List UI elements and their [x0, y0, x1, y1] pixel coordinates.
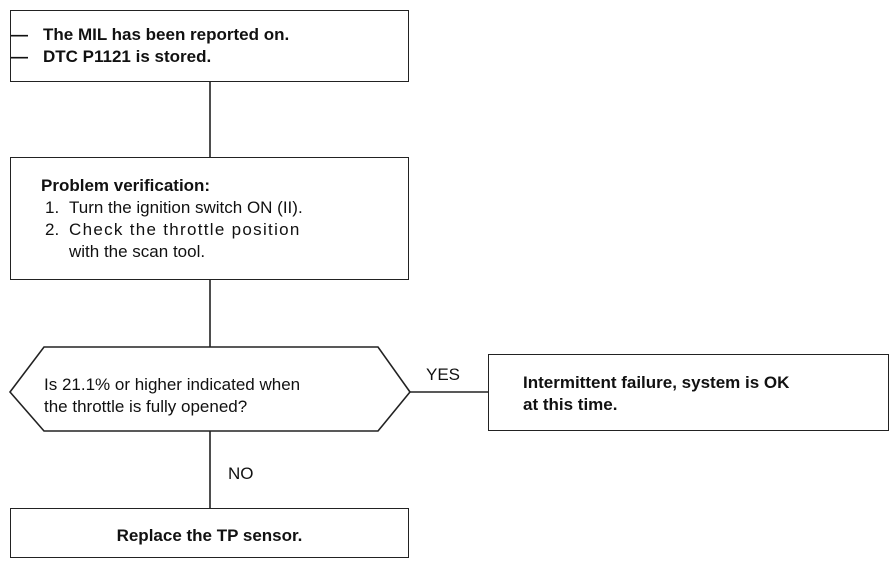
- replace-tp-sensor-box: Replace the TP sensor.: [10, 508, 409, 558]
- mil-reported-box: —The MIL has been reported on. —DTC P112…: [10, 10, 409, 82]
- no-label: NO: [228, 464, 254, 483]
- decision-line-2: the throttle is fully opened?: [44, 397, 248, 416]
- verify-step-1: 1.Turn the ignition switch ON (II).: [45, 198, 303, 217]
- ok-line-1: Intermittent failure, system is OK: [523, 373, 790, 392]
- ok-line-2: at this time.: [523, 395, 618, 414]
- verify-step-2-cont: with the scan tool.: [69, 242, 206, 261]
- intermittent-failure-box: Intermittent failure, system is OK at th…: [488, 354, 889, 431]
- replace-text: Replace the TP sensor.: [116, 526, 303, 545]
- verify-heading: Problem verification:: [41, 176, 211, 195]
- mil-line-2: —DTC P1121 is stored.: [11, 47, 212, 66]
- decision-line-1: Is 21.1% or higher indicated when: [44, 375, 301, 394]
- decision-question: Is 21.1% or higher indicated when the th…: [44, 374, 300, 418]
- mil-line-1: —The MIL has been reported on.: [11, 25, 290, 44]
- problem-verification-box: Problem verification: 1.Turn the ignitio…: [10, 157, 409, 280]
- verify-step-2: 2.Check the throttle position: [45, 220, 301, 239]
- yes-label: YES: [426, 365, 461, 384]
